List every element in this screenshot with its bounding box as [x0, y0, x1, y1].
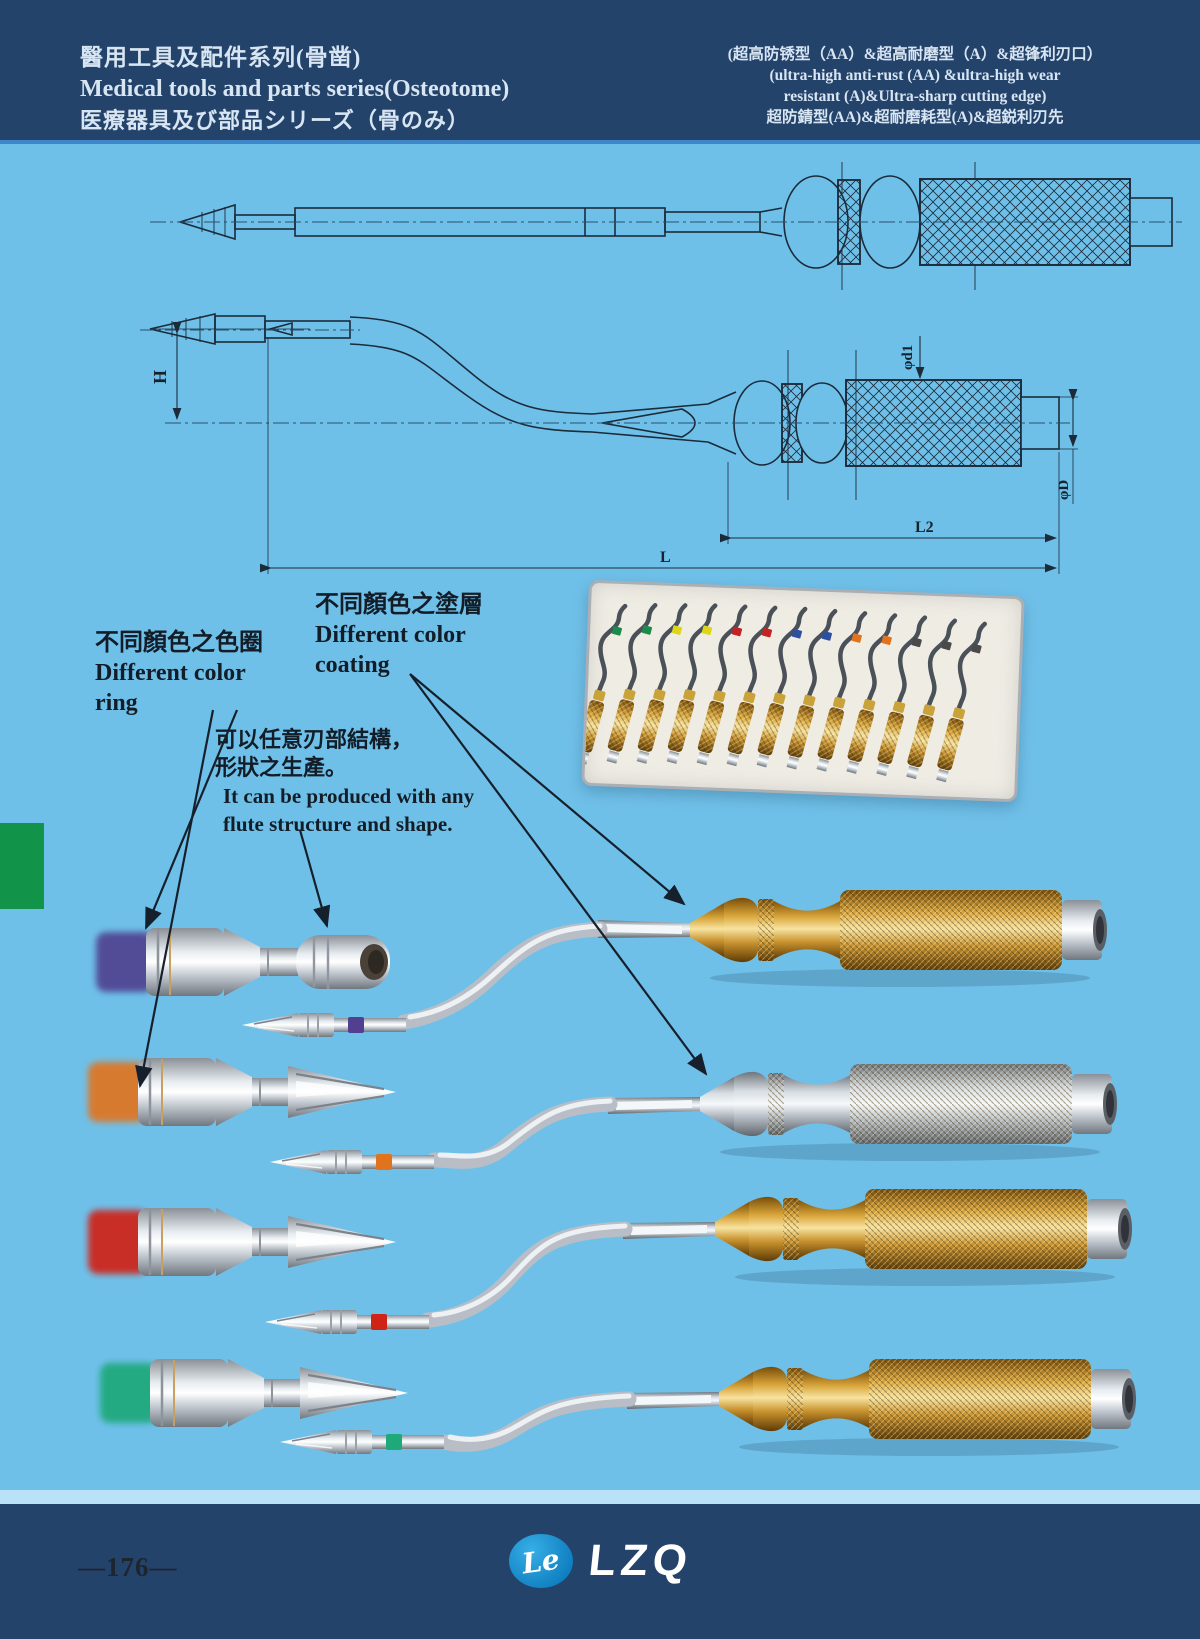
- coating-label-zh: 不同顏色之塗層: [315, 592, 483, 618]
- tray-ring: [881, 635, 892, 645]
- tray-ring: [671, 625, 683, 635]
- tray-tool: [690, 603, 751, 765]
- tray-ring: [851, 633, 862, 643]
- tray-ring: [791, 628, 803, 639]
- tray-tool: [899, 617, 960, 779]
- flute-label-zh1: 可以任意刃部結構，: [215, 727, 414, 752]
- tray-ring: [701, 625, 713, 636]
- tray-tool: [809, 610, 870, 772]
- tray-ring: [731, 626, 743, 637]
- tray-tool: [750, 606, 811, 768]
- closeup-collar: [88, 1062, 146, 1122]
- ring-label-en2: ring: [95, 690, 138, 716]
- tray-tool: [720, 604, 781, 766]
- shaft-ring: [348, 1017, 364, 1033]
- footer-accent-strip: [0, 1490, 1200, 1504]
- brand-logo: Le LZQ: [0, 1534, 1200, 1588]
- tray-ring: [761, 627, 773, 638]
- technical-drawing-bayonet-osteotome: H φd1 φD L2 L: [140, 312, 1078, 574]
- ring-label-zh: 不同顏色之色圈: [95, 630, 263, 656]
- subtitle-line4: 超防錆型(AA)&超耐磨耗型(A)&超鋭利刃先: [766, 109, 1064, 126]
- instrument-photos: [88, 890, 1136, 1456]
- tray-tool: [630, 602, 691, 764]
- tray-tool: [660, 602, 721, 764]
- dim-label-l: L: [660, 549, 671, 566]
- tray-tool: [839, 612, 900, 774]
- subtitle-line3: resistant (A)&Ultra-sharp cutting edge): [783, 88, 1047, 105]
- closeup-collar: [100, 1363, 158, 1423]
- flute-label-en1: It can be produced with any: [223, 784, 475, 808]
- tray-ring: [941, 640, 952, 651]
- tip-closeup-3: [88, 1206, 398, 1278]
- title-japanese: 医療器具及び部品シリーズ（骨のみ）: [80, 108, 470, 133]
- shaft-ring: [371, 1314, 387, 1330]
- subtitle-line1: (超高防锈型（AA）&超高耐磨型（A）&超锋利刃口）: [727, 46, 1103, 63]
- logo-wordmark: LZQ: [585, 1536, 695, 1585]
- annotation-flute: 可以任意刃部結構， 形狀之生產。 It can be produced with…: [215, 726, 474, 838]
- instrument-row-1: [96, 890, 1107, 1038]
- tray-tool: [869, 614, 930, 776]
- title-english: Medical tools and parts series(Osteotome…: [80, 76, 510, 102]
- tray-ring: [641, 625, 653, 635]
- header-titles: 醫用工具及配件系列(骨凿) Medical tools and parts se…: [80, 42, 509, 136]
- dim-label-l2: L2: [915, 519, 934, 536]
- technical-drawing-straight-osteotome: [150, 162, 1182, 290]
- logo-oval: Le: [508, 1534, 573, 1588]
- shaft-ring: [386, 1434, 402, 1450]
- page-header: 醫用工具及配件系列(骨凿) Medical tools and parts se…: [0, 0, 1200, 144]
- instrument-row-4: [100, 1357, 1136, 1456]
- closeup-collar: [96, 932, 154, 992]
- page-number: —176—: [78, 1552, 178, 1582]
- ring-label-en1: Different color: [95, 660, 246, 686]
- dim-label-phi-d: φD: [1056, 480, 1072, 500]
- title-chinese: 醫用工具及配件系列(骨凿): [80, 45, 362, 70]
- dim-label-h: H: [150, 370, 170, 384]
- header-subtitle: (超高防锈型（AA）&超高耐磨型（A）&超锋利刃口） (ultra-high a…: [680, 44, 1150, 128]
- tip-closeup-2: [88, 1056, 398, 1128]
- green-index-tab: [0, 823, 44, 909]
- flute-label-zh2: 形狀之生產。: [215, 755, 348, 780]
- subtitle-line2: (ultra-high anti-rust (AA) &ultra-high w…: [769, 67, 1061, 84]
- closeup-collar: [88, 1210, 148, 1274]
- tray-ring: [821, 631, 832, 641]
- tray-tool: [929, 620, 990, 782]
- coating-label-en1: Different color: [315, 622, 466, 648]
- shaft-ring: [376, 1154, 392, 1170]
- tray-ring: [611, 625, 623, 636]
- tray-tool: [600, 602, 661, 764]
- tray-ring: [911, 637, 922, 648]
- instrument-row-3: [88, 1189, 1132, 1335]
- instrument-tray-photo: [581, 579, 1025, 803]
- tray-ring: [971, 643, 982, 654]
- dim-label-phi-d1: φd1: [900, 345, 916, 370]
- tray-tool: [584, 603, 631, 765]
- instrument-row-2: [88, 1056, 1117, 1175]
- tray-instruments: [584, 583, 1021, 799]
- flute-label-en2: flute structure and shape.: [223, 812, 453, 836]
- tray-tool: [779, 608, 840, 770]
- tip-closeup-4: [100, 1357, 410, 1429]
- logo-monogram: Le: [519, 1542, 562, 1580]
- tip-closeup-1: [96, 926, 392, 998]
- coating-label-en2: coating: [315, 652, 390, 678]
- annotation-color-ring: 不同顏色之色圈 Different color ring: [95, 628, 263, 718]
- page-footer: —176— Le LZQ: [0, 1504, 1200, 1639]
- annotation-coating: 不同顏色之塗層 Different color coating: [315, 590, 483, 680]
